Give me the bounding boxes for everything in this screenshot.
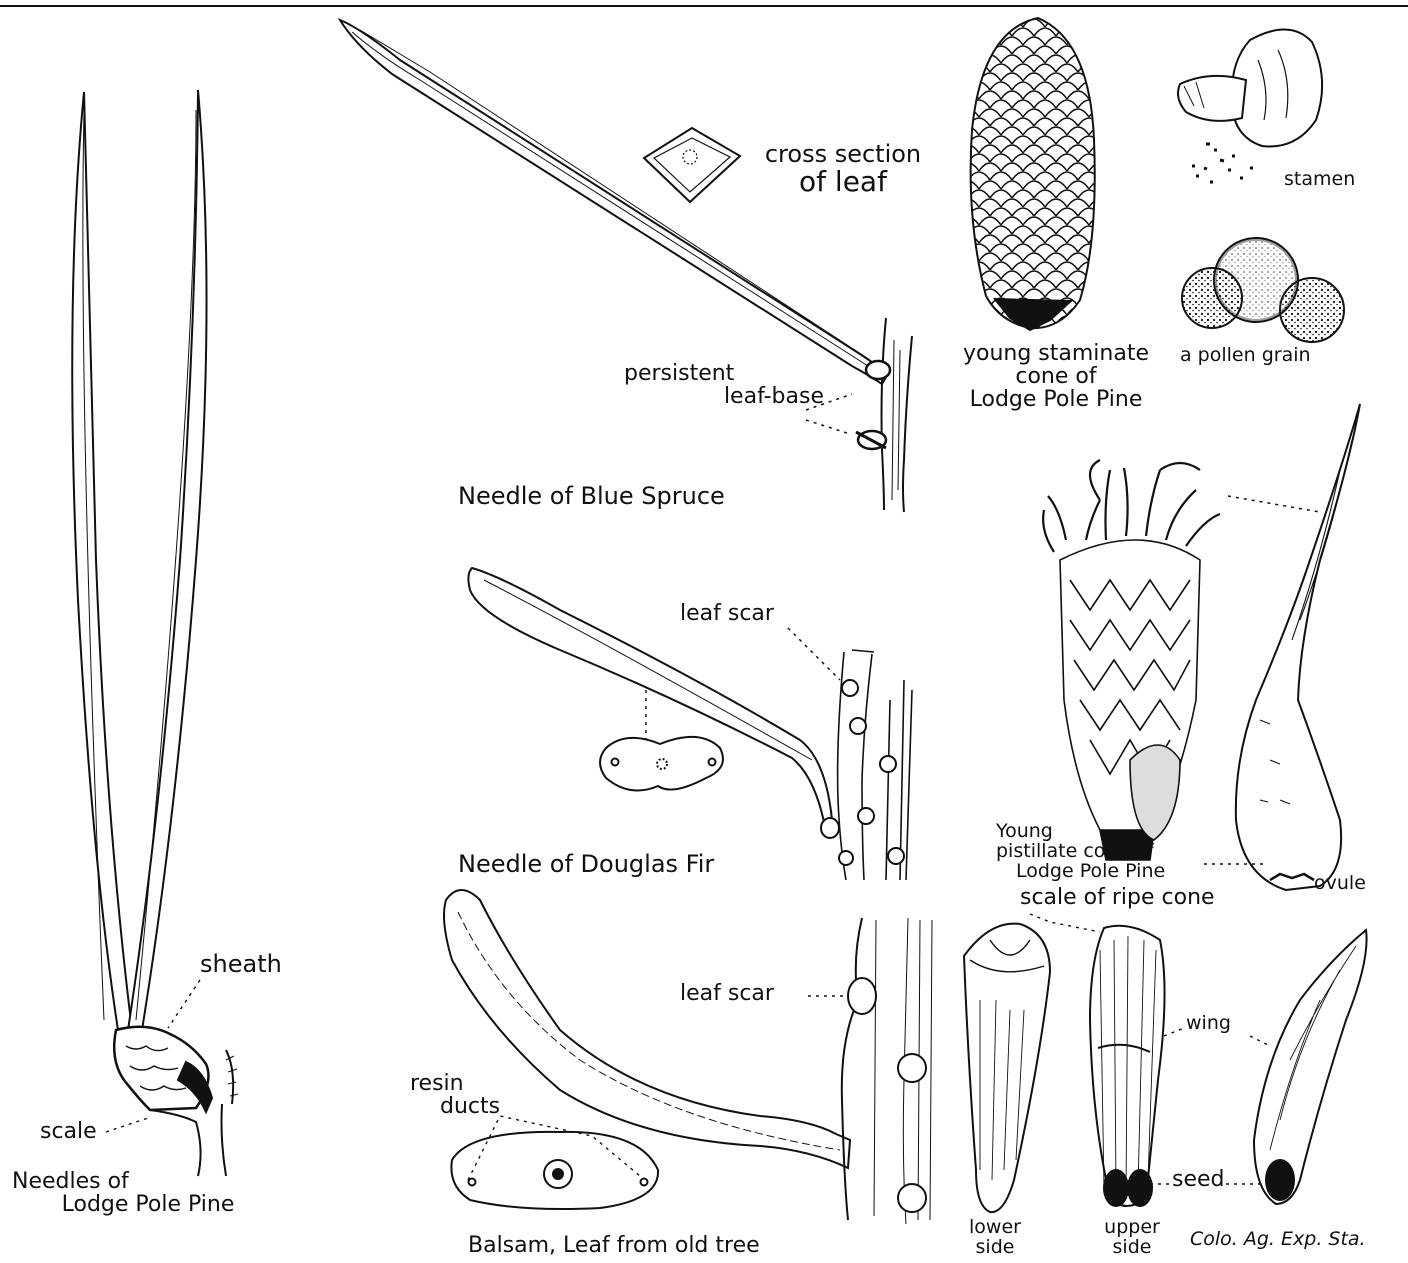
staminate-cone-label: young staminate cone of Lodge Pole Pine: [948, 342, 1164, 411]
upper-side-label: upper side: [1082, 1218, 1182, 1258]
credit-label: Colo. Ag. Exp. Sta.: [1190, 1230, 1366, 1250]
ripe-cone-scales-drawing: [964, 914, 1367, 1212]
resin-line-1: resin: [410, 1072, 500, 1095]
seed-label: seed: [1172, 1168, 1225, 1191]
cross-section-label: cross section of leaf: [758, 142, 928, 197]
ovule-label: ovule: [1314, 874, 1366, 894]
wing-label: wing: [1186, 1014, 1231, 1034]
lower-line-2: side: [950, 1238, 1040, 1258]
cross-section-line-2: of leaf: [758, 167, 928, 196]
blue-spruce-caption: Needle of Blue Spruce: [458, 484, 725, 509]
pollen-grain-drawing: [1182, 238, 1344, 342]
pistillate-cone-drawing: [1043, 460, 1220, 860]
balsam-caption: Balsam, Leaf from old tree: [468, 1234, 760, 1257]
douglas-fir-caption: Needle of Douglas Fir: [458, 852, 714, 877]
lodgepole-needles-drawing: [72, 90, 238, 1176]
lodgepole-line-2: Lodge Pole Pine: [6, 1193, 256, 1216]
staminate-cone-drawing: [971, 18, 1095, 330]
scale-label: scale: [40, 1120, 97, 1143]
pistillate-line-2: pistillate cone of: [996, 842, 1206, 862]
pistillate-line-1: Young: [996, 822, 1206, 842]
staminate-line-2: cone of: [948, 365, 1164, 388]
blue-spruce-needle-drawing: [340, 20, 912, 512]
lower-side-label: lower side: [950, 1218, 1040, 1258]
staminate-line-3: Lodge Pole Pine: [948, 388, 1164, 411]
leaf-scar-balsam-label: leaf scar: [680, 982, 774, 1005]
scale-ripe-cone-label: scale of ripe cone: [1020, 886, 1215, 909]
cross-section-line-1: cross section: [758, 142, 928, 167]
persistent-line: persistent: [624, 362, 824, 385]
persistent-leaf-base-label: persistent leaf-base: [624, 362, 824, 408]
staminate-line-1: young staminate: [948, 342, 1164, 365]
leaf-base-line: leaf-base: [624, 385, 824, 408]
stamen-drawing: [1178, 29, 1322, 182]
resin-line-2: ducts: [410, 1095, 500, 1118]
upper-line-1: upper: [1082, 1218, 1182, 1238]
ovule-drawing: [1204, 404, 1360, 890]
pistillate-cone-label: Young pistillate cone of Lodge Pole Pine: [996, 822, 1206, 882]
lodgepole-line-1: Needles of: [6, 1170, 256, 1193]
balsam-leaf-drawing: [444, 890, 932, 1224]
lodgepole-needles-caption: Needles of Lodge Pole Pine: [6, 1170, 256, 1216]
pollen-label: a pollen grain: [1180, 346, 1311, 366]
lower-line-1: lower: [950, 1218, 1040, 1238]
resin-ducts-label: resin ducts: [410, 1072, 500, 1118]
upper-line-2: side: [1082, 1238, 1182, 1258]
sheath-label: sheath: [200, 952, 282, 977]
stamen-label: stamen: [1284, 170, 1355, 190]
leaf-scar-fir-label: leaf scar: [680, 602, 774, 625]
pistillate-line-3: Lodge Pole Pine: [996, 862, 1206, 882]
